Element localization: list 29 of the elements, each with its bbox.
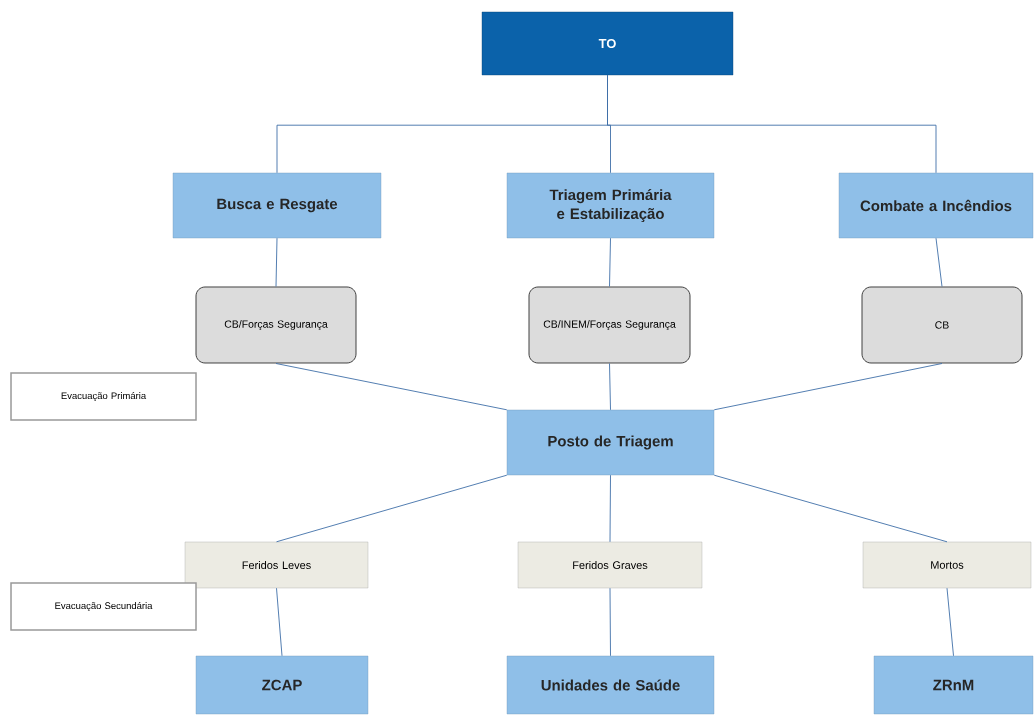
- connector-line: [275, 363, 508, 411]
- category-box: Feridos Graves: [517, 541, 703, 589]
- connector-line: [713, 363, 943, 411]
- process-box: Posto de Triagem: [506, 409, 715, 476]
- process-box: ZCAP: [195, 655, 369, 715]
- rectangle-box: TO: [481, 11, 734, 76]
- connector-line: [946, 587, 954, 657]
- connector-line: [609, 474, 611, 543]
- rounded-box: CB/INEM/Forças Segurança: [528, 286, 691, 364]
- rounded-box: CB/Forças Segurança: [195, 286, 357, 364]
- process-box: Unidades de Saúde: [506, 655, 715, 715]
- note-box: Evacuação Secundária: [10, 582, 197, 631]
- connector-line: [609, 363, 611, 411]
- connector-line: [935, 237, 943, 287]
- connector-line: [609, 587, 611, 657]
- connector-line: [275, 237, 278, 287]
- process-box: ZRnM: [873, 655, 1034, 715]
- connector-line: [713, 474, 948, 543]
- process-box: Busca e Resgate: [172, 172, 382, 239]
- connector-line: [609, 237, 611, 287]
- note-box: Evacuação Primária: [10, 372, 197, 421]
- connector-line: [276, 474, 508, 543]
- rounded-box: CB: [861, 286, 1023, 364]
- process-box: Triagem Primária e Estabilização: [506, 172, 715, 239]
- process-box: Combate a Incêndios: [838, 172, 1034, 239]
- category-box: Feridos Leves: [184, 541, 369, 589]
- connector-line: [276, 587, 283, 657]
- category-box: Mortos: [862, 541, 1032, 589]
- connector-line: [607, 74, 937, 174]
